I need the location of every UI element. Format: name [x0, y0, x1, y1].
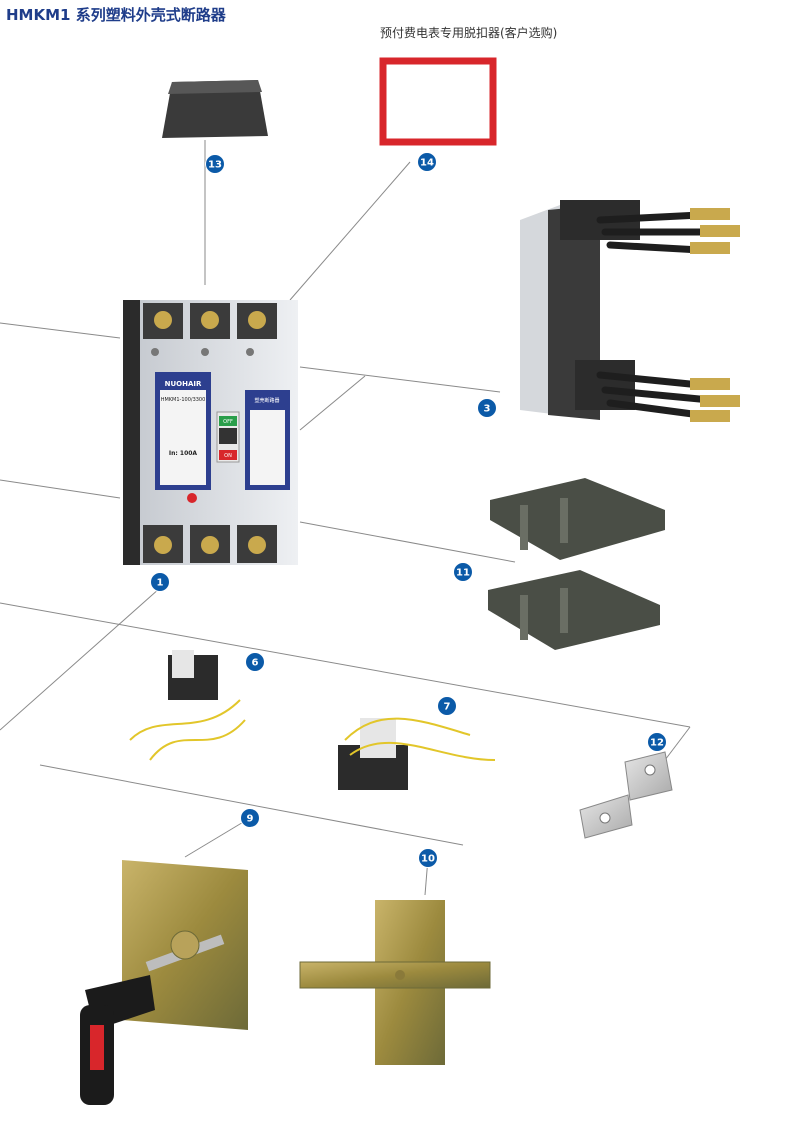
callout-badge-10: 10	[418, 848, 438, 868]
terminal-cover-part	[162, 80, 268, 138]
callout-badge-14: 14	[417, 152, 437, 172]
callout-number: 13	[208, 160, 222, 171]
shunt-release-part	[338, 717, 496, 790]
operating-mechanism-part	[299, 900, 491, 1065]
main-breaker-part: NUOHAIR HMKM1-100/3300 In: 100A OFF ON 塑…	[123, 300, 298, 565]
callout-badge-1: 1	[150, 572, 170, 592]
callout-number: 14	[420, 158, 434, 169]
trip-unit-note: 预付费电表专用脱扣器(客户选购)	[380, 26, 558, 40]
rotary-handle-part	[80, 860, 248, 1105]
callout-badge-13: 13	[205, 154, 225, 174]
callout-number: 6	[252, 658, 259, 669]
breaker-brand: NUOHAIR	[165, 380, 202, 388]
auxiliary-contact-part	[129, 650, 246, 761]
rear-connector-part	[520, 200, 740, 422]
callout-badge-11: 11	[453, 562, 473, 582]
connection-plate-part	[579, 751, 673, 839]
breaker-on-label: ON	[224, 453, 232, 459]
trip-unit-frame	[379, 57, 497, 146]
callout-number: 10	[421, 854, 435, 865]
callout-badge-12: 12	[647, 732, 667, 752]
callout-number: 12	[650, 738, 664, 749]
callout-number: 11	[456, 568, 470, 579]
callout-number: 1	[157, 578, 164, 589]
callout-number: 9	[247, 814, 254, 825]
callout-badge-9: 9	[240, 808, 260, 828]
callout-number: 7	[444, 702, 451, 713]
page-title: HMKM1 系列塑料外壳式断路器	[6, 6, 226, 24]
callout-number: 3	[484, 404, 491, 415]
breaker-off-label: OFF	[223, 419, 233, 425]
leader-lines	[0, 140, 691, 896]
callout-badge-3: 3	[477, 398, 497, 418]
breaker-side-title: 塑壳断路器	[254, 397, 279, 404]
breaker-rating: In: 100A	[169, 450, 198, 457]
phase-barrier-part	[488, 478, 665, 650]
callout-badge-6: 6	[245, 652, 265, 672]
breaker-model: HMKM1-100/3300	[161, 397, 206, 403]
callout-badge-7: 7	[437, 696, 457, 716]
